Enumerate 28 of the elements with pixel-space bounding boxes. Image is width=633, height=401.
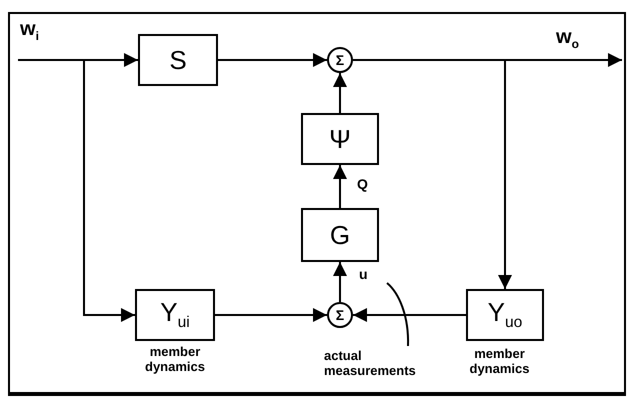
signal-label: w$_{i}$ [20, 18, 39, 43]
arrow [218, 53, 327, 67]
arrow [333, 165, 347, 208]
block-box [301, 113, 379, 165]
block-symbol: Y$_{uo}$ [488, 297, 522, 333]
block-symbol: Σ [336, 307, 344, 323]
signal-label: Q [356, 176, 369, 192]
block-caption: member dynamics [468, 347, 530, 377]
arrow [353, 308, 466, 322]
arrow [18, 59, 135, 322]
block-symbol: Ψ [329, 124, 351, 154]
leader-line [386, 282, 410, 346]
block-symbol: Σ [336, 52, 344, 68]
block-symbol: Y$_{ui}$ [160, 297, 190, 333]
block-caption: member dynamics [144, 345, 206, 375]
summing-junction [327, 302, 353, 328]
summing-junction [327, 47, 353, 73]
block-box [138, 34, 218, 86]
block-symbol: S [169, 44, 187, 76]
block-symbol: G [330, 220, 350, 250]
arrow [215, 308, 327, 322]
arrow [333, 262, 347, 302]
block-box [301, 208, 379, 262]
block-box [135, 289, 215, 341]
arrow [333, 73, 347, 113]
signal-label: w$_{o}$ [556, 26, 579, 51]
arrow [353, 59, 512, 289]
block-box [466, 289, 544, 341]
